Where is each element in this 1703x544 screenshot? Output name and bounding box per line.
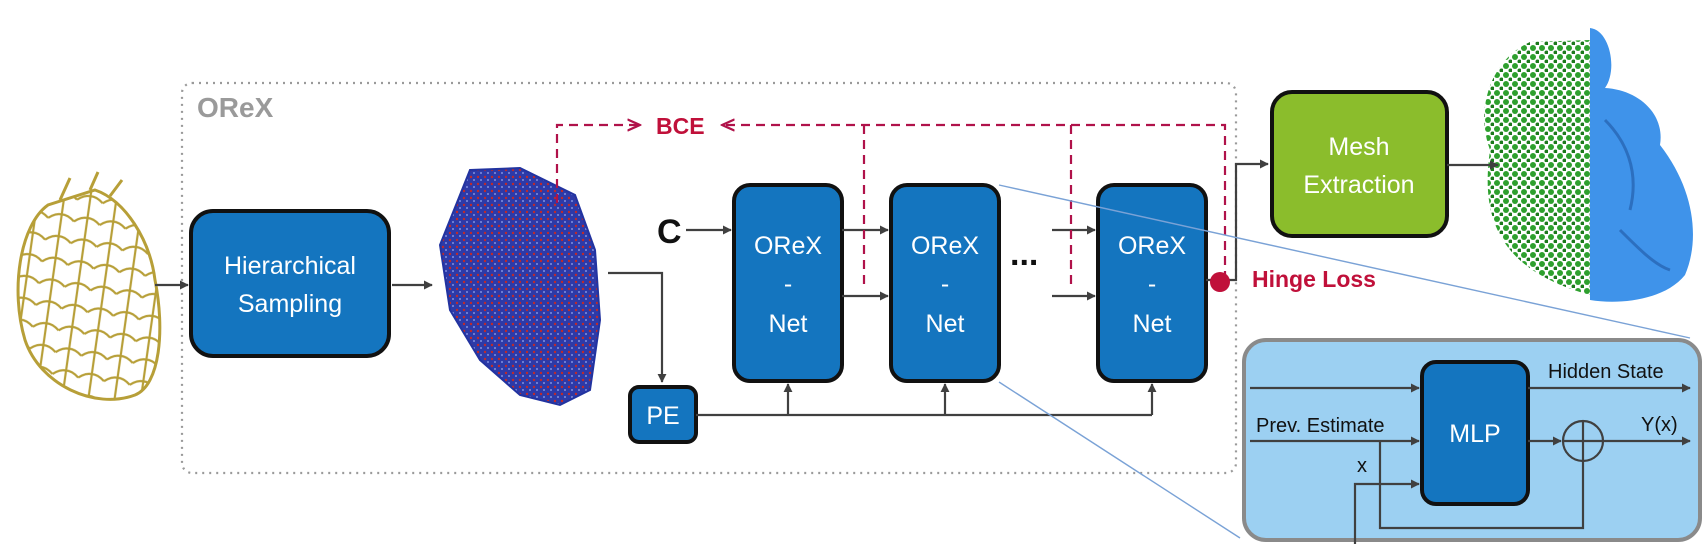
zoom-guide-line-top (998, 184, 1691, 339)
orex-net-1-label-line1: OReX (754, 232, 822, 260)
orex-net-block-1: OReX - Net (732, 183, 844, 383)
orex-net-2-label-line3: Net (926, 310, 965, 338)
mlp-label: MLP (1449, 420, 1500, 448)
hierarchical-sampling-label-line1: Hierarchical (224, 252, 356, 280)
input-wireframe-heart-icon (16, 171, 162, 401)
c-input-label: C (657, 213, 682, 251)
output-heart-mesh-icon (1484, 28, 1693, 302)
hierarchical-sampling-label-line2: Sampling (238, 290, 342, 318)
sampled-point-cloud-icon (438, 166, 602, 407)
orex-net-inset-panel: MLP Hidden State Prev. Estimate x Y(x) (1242, 338, 1702, 544)
orex-net-3-label-line2: - (1148, 270, 1156, 298)
mesh-extraction-block: Mesh Extraction (1270, 90, 1449, 238)
hinge-loss-node (1210, 272, 1230, 292)
orex-frame-title: OReX (197, 92, 274, 123)
bce-label: BCE (656, 113, 705, 139)
orex-net-2-label-line1: OReX (911, 232, 979, 260)
y-output-label: Y(x) (1641, 414, 1678, 436)
x-input-label: x (1357, 455, 1367, 477)
orex-net-1-label-line3: Net (769, 310, 808, 338)
bce-feedback-dashed-lines (555, 125, 1227, 290)
orex-net-block-2: OReX - Net (889, 183, 1001, 383)
zoom-guide-line-bottom (998, 381, 1241, 539)
main-flow-arrows (155, 159, 1499, 417)
mesh-extraction-label-line2: Extraction (1303, 171, 1414, 199)
ellipsis-label: ... (1010, 235, 1038, 273)
orex-net-2-label-line2: - (941, 270, 949, 298)
orex-net-3-label-line1: OReX (1118, 232, 1186, 260)
hidden-state-label: Hidden State (1548, 361, 1664, 383)
prev-estimate-label: Prev. Estimate (1256, 415, 1385, 437)
pe-label: PE (646, 402, 679, 430)
pe-block: PE (628, 385, 698, 444)
mesh-extraction-label-line1: Mesh (1328, 133, 1389, 161)
hinge-loss-label: Hinge Loss (1252, 266, 1376, 292)
hierarchical-sampling-block: Hierarchical Sampling (189, 209, 391, 358)
orex-net-3-label-line3: Net (1133, 310, 1172, 338)
orex-net-1-label-line2: - (784, 270, 792, 298)
orex-net-block-3: OReX - Net (1096, 183, 1208, 383)
